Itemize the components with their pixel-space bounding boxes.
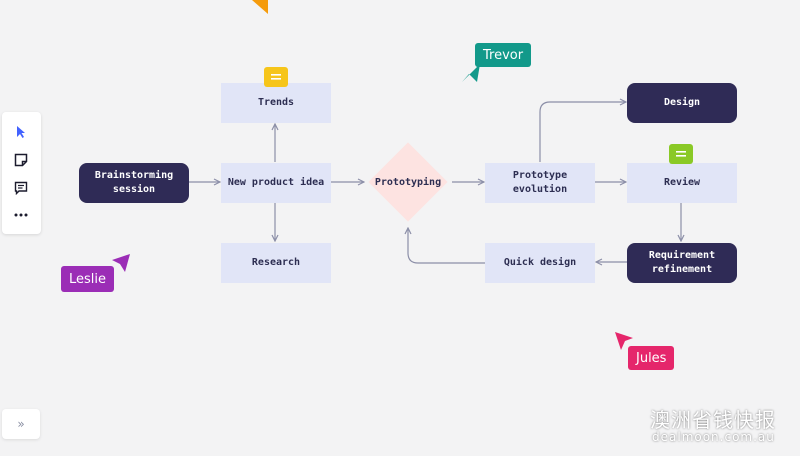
node-review[interactable]: Review — [627, 163, 737, 203]
sticky-note-tool-button[interactable] — [10, 149, 32, 171]
watermark-text: 澳洲省钱快报 — [650, 408, 776, 432]
comment-marker-trends[interactable] — [264, 67, 288, 87]
left-toolbar — [2, 112, 41, 234]
cursor-pointer-icon — [462, 64, 480, 82]
node-label: Requirement refinement — [648, 250, 716, 275]
node-label: Research — [251, 257, 301, 268]
connector-quickdesign-to-prototyping — [408, 228, 485, 264]
chevrons-right-icon: » — [17, 417, 25, 431]
node-label: New product idea — [227, 177, 325, 188]
node-prototype-evolution[interactable]: Prototype evolution — [485, 163, 595, 203]
collaborator-name: Jules — [636, 350, 667, 366]
sticky-note-icon — [14, 153, 28, 167]
collaborator-name: Trevor — [483, 47, 524, 63]
node-label: Trends — [257, 97, 295, 108]
collaborator-tag-trevor: Trevor — [475, 43, 532, 67]
more-tools-button[interactable] — [10, 204, 32, 226]
comment-tool-button[interactable] — [10, 177, 32, 199]
node-label: Prototype evolution — [512, 170, 568, 195]
node-brainstorming-session[interactable]: Brainstorming session — [79, 163, 189, 203]
node-label: Prototyping — [374, 176, 442, 188]
cursor-pointer-icon — [252, 0, 268, 14]
more-options-icon — [14, 213, 28, 217]
collaborator-name: Leslie — [69, 271, 107, 287]
node-new-product-idea[interactable]: New product idea — [221, 163, 331, 203]
node-quick-design[interactable]: Quick design — [485, 243, 595, 283]
node-trends[interactable]: Trends — [221, 83, 331, 123]
select-tool-button[interactable] — [10, 121, 32, 143]
watermark-url: dealmoon.com.au — [652, 430, 775, 444]
node-label: Quick design — [503, 257, 577, 268]
connector-evolution-to-design — [539, 102, 626, 162]
node-label: Design — [663, 97, 701, 108]
cursor-pointer-icon — [112, 254, 130, 272]
node-design[interactable]: Design — [627, 83, 737, 123]
comment-marker-review[interactable] — [669, 144, 693, 164]
node-research[interactable]: Research — [221, 243, 331, 283]
node-requirement-refinement[interactable]: Requirement refinement — [627, 243, 737, 283]
collaborator-tag-leslie: Leslie — [61, 266, 115, 292]
node-prototyping-decision[interactable]: Prototyping — [368, 142, 448, 222]
select-arrow-icon — [17, 126, 25, 138]
comment-icon — [14, 181, 28, 195]
collaborator-tag-jules: Jules — [628, 346, 675, 370]
comment-lines-icon — [271, 74, 281, 80]
comment-lines-icon — [676, 151, 686, 157]
cursor-pointer-icon — [615, 332, 633, 350]
node-label: Brainstorming session — [94, 170, 174, 195]
node-label: Review — [663, 177, 701, 188]
expand-panel-button[interactable]: » — [2, 409, 40, 439]
